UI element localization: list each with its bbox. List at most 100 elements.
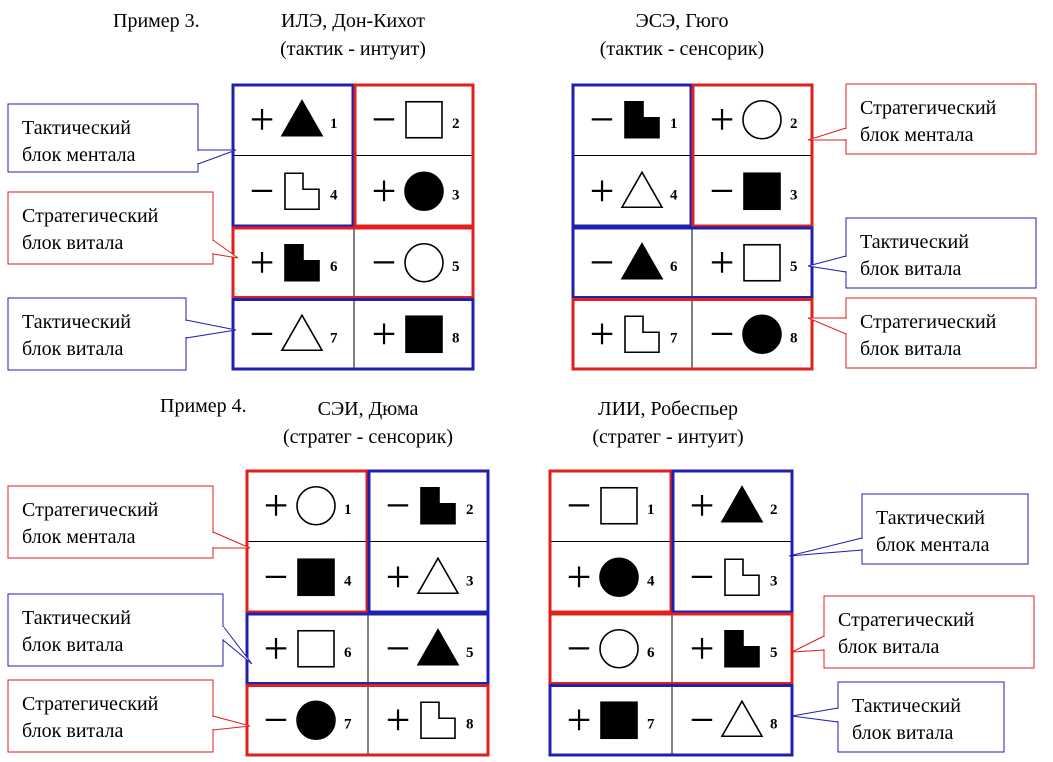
function-number: 2: [770, 502, 778, 518]
triangle-outline-icon: [620, 170, 664, 209]
grid-cell: +2: [690, 481, 778, 530]
sign-mark: +: [690, 624, 715, 673]
grid-cell: +4: [567, 552, 655, 601]
block-outline: [548, 684, 794, 757]
function-number: 7: [344, 716, 352, 732]
sign-mark: −: [690, 695, 715, 744]
callout-line-2: блок ментала: [876, 534, 990, 556]
function-number: 3: [452, 187, 460, 203]
sign-mark: −: [264, 552, 289, 601]
block-outline: [245, 469, 369, 614]
callout-line-2: блок витала: [860, 258, 962, 280]
function-number: 1: [344, 502, 352, 518]
grid-cell: +8: [372, 309, 460, 358]
function-grid-lii: −1+2+4−3−6+5+7−8: [548, 469, 794, 757]
grid-cell: −4: [250, 166, 338, 215]
grid-cell: −7: [264, 695, 352, 744]
grid-subtitle-ile: (тактик - интуит): [280, 38, 426, 60]
step-filled-icon: [624, 100, 660, 139]
circle-outline-icon: [296, 485, 336, 526]
block-outline: [231, 298, 475, 371]
square-outline-icon: [405, 100, 443, 139]
grid-title-sei: СЭИ, Дюма: [318, 398, 419, 420]
square-filled-icon: [600, 701, 638, 740]
circle-filled-icon: [742, 314, 782, 355]
sign-mark: +: [250, 95, 275, 144]
grid-cell: +7: [567, 695, 655, 744]
function-number: 4: [330, 187, 338, 203]
function-number: 6: [330, 259, 338, 275]
function-number: 2: [452, 116, 460, 132]
function-number: 8: [790, 330, 798, 346]
function-number: 8: [452, 330, 460, 346]
grid-cell: +8: [386, 695, 474, 744]
grid-cell: −4: [264, 552, 352, 601]
grid-cell: +7: [590, 309, 678, 358]
grid-cell: +3: [386, 552, 474, 601]
callout-line-2: блок витала: [22, 338, 124, 360]
function-number: 7: [330, 330, 338, 346]
triangle-filled-icon: [416, 628, 460, 666]
function-grid-ile: +1−2−4+3+6−5−7+8: [231, 83, 475, 371]
grid-cell: +1: [264, 481, 352, 530]
step-filled-icon: [724, 629, 760, 668]
sign-mark: +: [386, 552, 411, 601]
grid-title-ile: ИЛЭ, Дон-Кихот: [281, 10, 425, 32]
triangle-outline-icon: [416, 556, 460, 595]
grid-cell: −1: [590, 95, 678, 144]
block-outline: [571, 298, 814, 371]
grid-title-lii: ЛИИ, Робеспьер: [598, 398, 738, 420]
sign-mark: +: [567, 552, 592, 601]
sign-mark: +: [567, 695, 592, 744]
grid-cell: −1: [567, 481, 655, 530]
sign-mark: +: [590, 309, 615, 358]
block-outline: [353, 83, 475, 228]
sign-mark: +: [386, 695, 411, 744]
grid-cell: +1: [250, 95, 338, 144]
grid-cell: −8: [690, 695, 778, 744]
function-number: 4: [647, 573, 655, 589]
sign-mark: +: [264, 624, 289, 673]
sign-mark: −: [250, 309, 275, 358]
callout-line-1: Тактический: [22, 311, 131, 333]
square-filled-icon: [743, 172, 781, 211]
function-number: 2: [790, 116, 798, 132]
sign-mark: −: [372, 95, 397, 144]
block-outline: [691, 83, 814, 228]
function-number: 3: [466, 573, 474, 589]
step-outline-icon: [284, 172, 320, 211]
grid-cell: +6: [250, 238, 338, 287]
step-outline-icon: [624, 315, 660, 354]
callout-line-2: блок ментала: [22, 144, 136, 166]
callout-c5: Тактический блок витала: [807, 217, 1037, 289]
grid-cell: −6: [590, 238, 678, 287]
triangle-filled-icon: [720, 485, 764, 523]
triangle-filled-icon: [620, 242, 664, 280]
function-number: 1: [647, 502, 655, 518]
function-number: 2: [466, 502, 474, 518]
grid-cell: −3: [710, 166, 798, 215]
function-number: 5: [466, 645, 474, 661]
grid-cell: +5: [710, 238, 798, 287]
callout-line-2: блок витала: [22, 634, 124, 656]
grid-cell: −5: [372, 238, 460, 287]
sign-mark: +: [710, 95, 735, 144]
callout-line-1: Тактический: [860, 231, 969, 253]
sign-mark: −: [710, 166, 735, 215]
function-number: 1: [330, 116, 338, 132]
block-outline: [245, 684, 490, 757]
callout-line-2: блок витала: [852, 722, 954, 744]
example-4-label: Пример 4.: [160, 395, 247, 417]
block-outline: [671, 469, 794, 614]
callout-line-1: Стратегический: [860, 97, 997, 119]
step-filled-icon: [284, 243, 320, 282]
